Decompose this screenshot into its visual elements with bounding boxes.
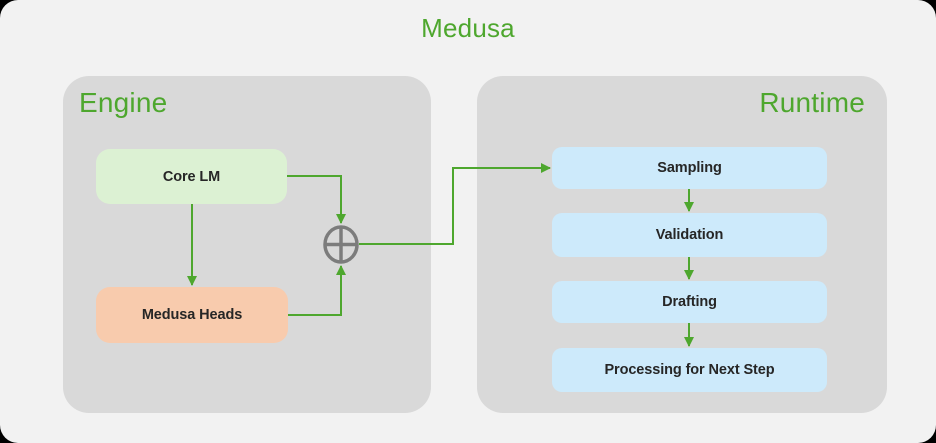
node-sampling: Sampling [552,147,827,189]
engine-group-label: Engine [79,87,168,118]
node-medusa-heads-label: Medusa Heads [141,307,243,323]
node-core-lm: Core LM [96,149,287,204]
node-drafting-label: Drafting [662,294,717,310]
runtime-group: Runtime Sampling Validation Drafting Pro… [477,76,887,413]
node-sampling-label: Sampling [657,160,722,176]
node-validation: Validation [552,213,827,257]
diagram-title: Medusa [421,13,515,43]
node-processing-label: Processing for Next Step [604,362,775,378]
node-validation-label: Validation [655,227,724,243]
node-medusa-heads: Medusa Heads [96,287,288,343]
node-core-lm-label: Core LM [162,168,221,185]
node-processing: Processing for Next Step [552,348,827,392]
engine-group: Engine Core LM Medusa Heads [63,76,431,413]
runtime-group-label: Runtime [759,87,865,118]
node-drafting: Drafting [552,281,827,323]
